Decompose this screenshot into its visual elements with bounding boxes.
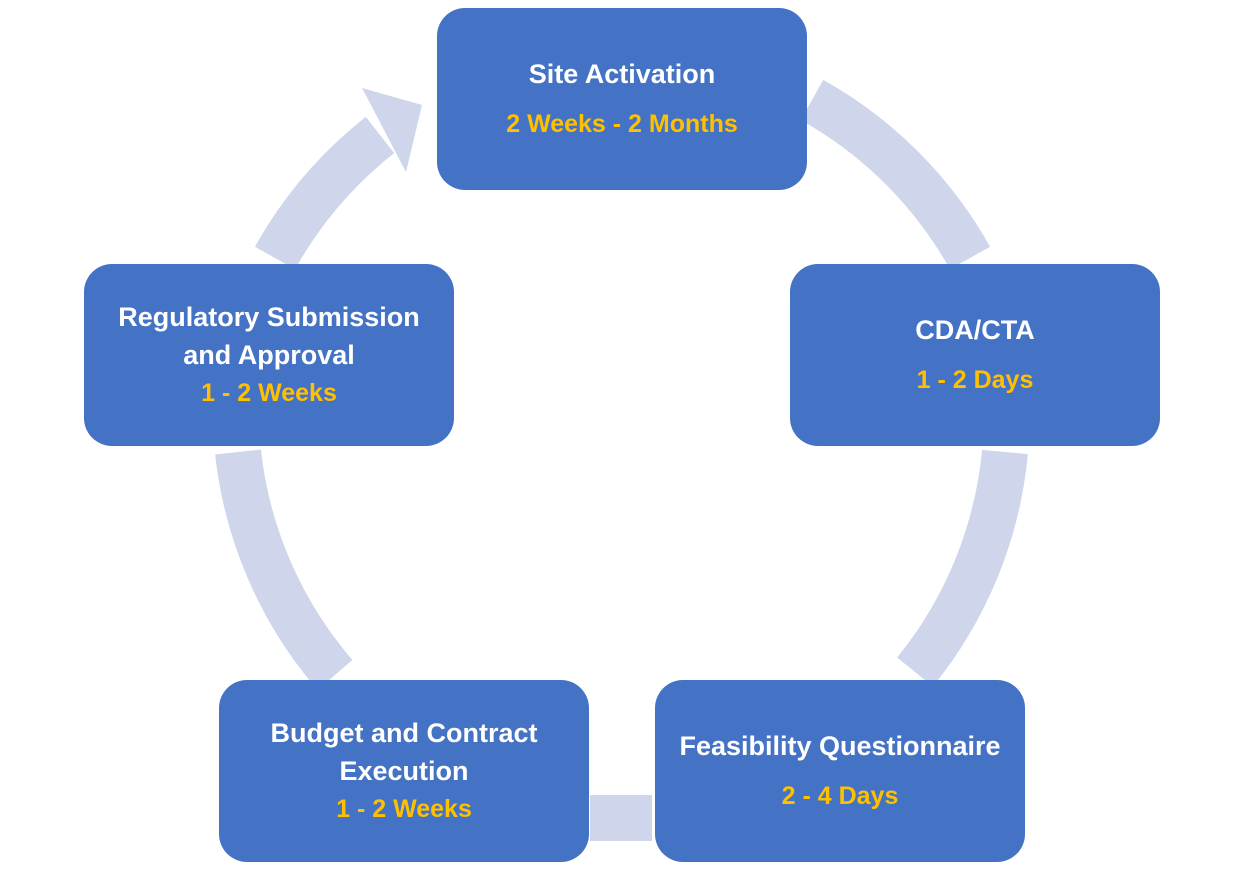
arc-connector [254, 116, 395, 270]
step-feasibility-questionnaire: Feasibility Questionnaire 2 - 4 Days [655, 680, 1025, 862]
step-title: Budget and Contract Execution [270, 718, 538, 786]
step-site-activation: Site Activation 2 Weeks - 2 Months [437, 8, 807, 190]
step-cda-cta: CDA/CTA 1 - 2 Days [790, 264, 1160, 446]
step-title: Site Activation [528, 59, 716, 89]
step-duration: 1 - 2 Weeks [201, 379, 337, 407]
step-budget-contract-execution: Budget and Contract Execution 1 - 2 Week… [219, 680, 589, 862]
step-title: Feasibility Questionnaire [679, 731, 1001, 761]
step-duration: 1 - 2 Days [916, 366, 1034, 394]
step-title: Regulatory Submission and Approval [118, 302, 420, 370]
step-duration: 2 Weeks - 2 Months [506, 110, 738, 138]
arc-connector [215, 449, 353, 691]
step-regulatory-submission: Regulatory Submission and Approval 1 - 2… [84, 264, 454, 446]
step-title: CDA/CTA [915, 315, 1035, 345]
step-duration: 2 - 4 Days [781, 782, 899, 810]
arrowhead-icon [362, 88, 422, 172]
arc-connector [897, 449, 1028, 687]
step-duration: 1 - 2 Weeks [336, 795, 472, 823]
arc-connector [800, 79, 991, 270]
